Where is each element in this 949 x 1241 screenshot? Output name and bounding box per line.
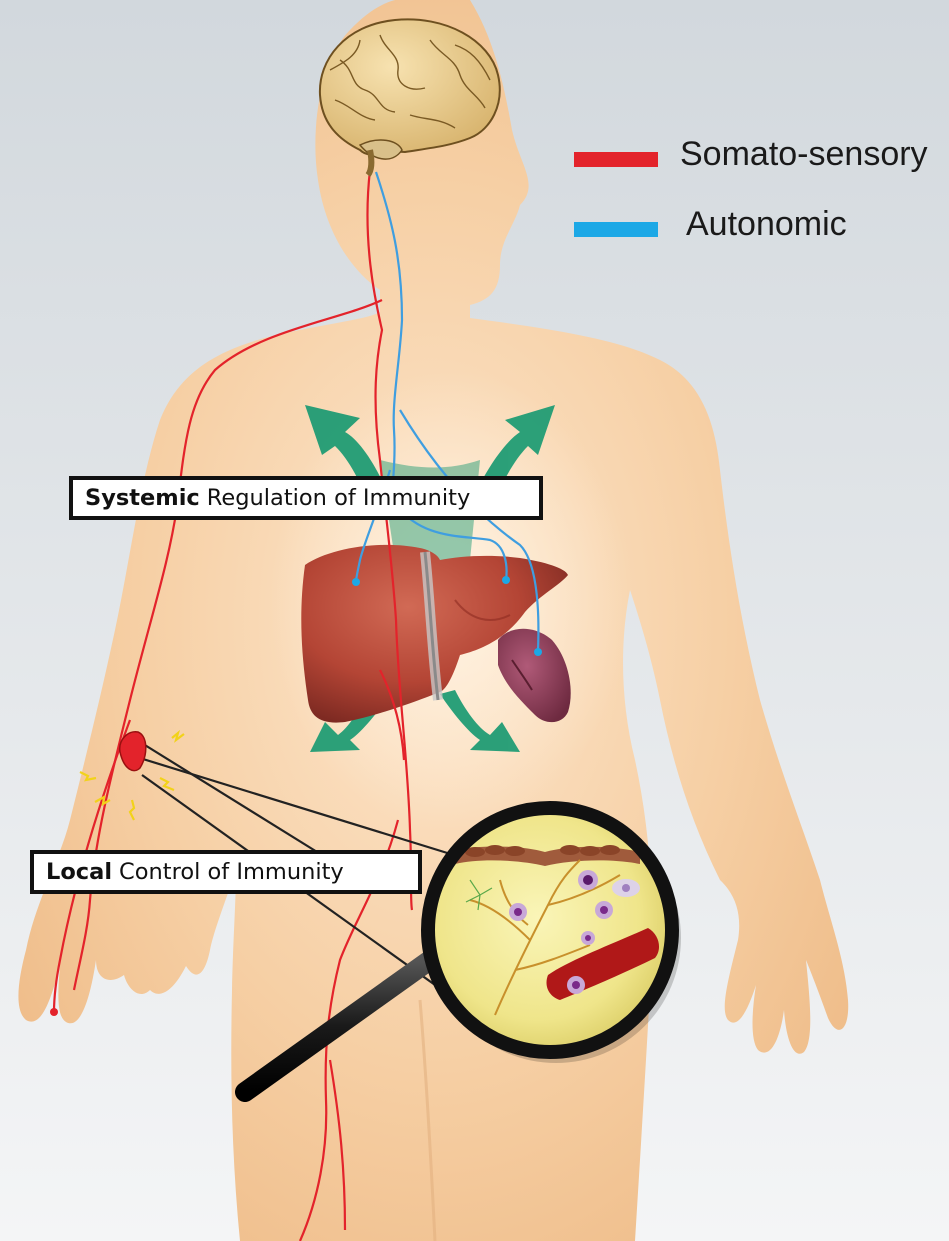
legend-item-somato-sensory: Somato-sensory	[680, 135, 928, 174]
legend-label-somato-sensory: Somato-sensory	[680, 135, 928, 174]
legend-label-autonomic: Autonomic	[686, 205, 847, 244]
legend-item-autonomic: Autonomic	[686, 205, 847, 244]
local-callout-bold: Local	[46, 859, 112, 885]
systemic-callout-text: Regulation of Immunity	[207, 485, 471, 511]
autonomic-swatch	[574, 222, 658, 237]
systemic-callout-bold: Systemic	[85, 485, 200, 511]
systemic-regulation-callout: Systemic Regulation of Immunity	[69, 476, 543, 520]
local-control-callout: Local Control of Immunity	[30, 850, 422, 894]
local-callout-text: Control of Immunity	[119, 859, 344, 885]
somato-sensory-swatch	[574, 152, 658, 167]
